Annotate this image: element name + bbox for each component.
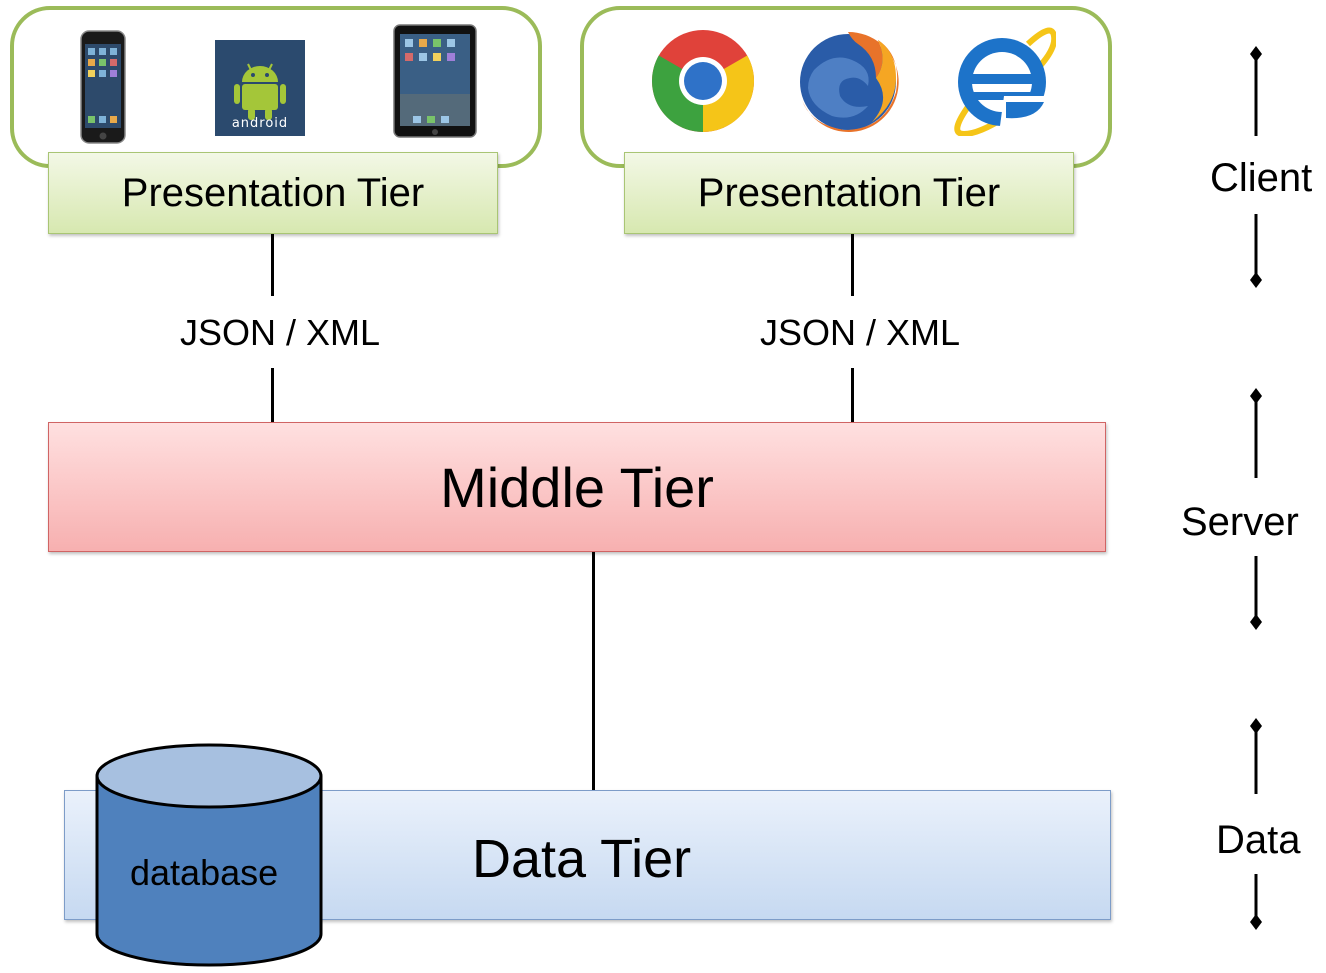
presentation-tier-web: Presentation Tier (624, 152, 1074, 234)
data-tier-label: Data Tier (472, 829, 692, 889)
connector-mobile-upper (271, 234, 274, 296)
data-range-arrow-bottom (1246, 874, 1266, 935)
connector-mobile-lower (271, 368, 274, 424)
firefox-icon (792, 26, 904, 138)
connector-web-lower (851, 368, 854, 424)
connector-middle-data (592, 552, 595, 792)
iphone-icon (80, 30, 126, 144)
server-layer-label: Server (1181, 500, 1299, 544)
presentation-tier-mobile: Presentation Tier (48, 152, 498, 234)
client-range-arrow-bottom (1246, 214, 1266, 293)
protocol-label-web: JSON / XML (760, 312, 961, 353)
client-layer-label: Client (1210, 156, 1313, 200)
data-range-arrow-top (1246, 718, 1266, 801)
protocol-label-mobile: JSON / XML (180, 312, 381, 353)
database-label: database (130, 852, 279, 893)
ipad-icon (393, 24, 477, 138)
data-layer-label: Data (1216, 818, 1301, 862)
internet-explorer-icon (944, 22, 1058, 138)
android-logo-text: android (231, 116, 289, 131)
client-range-arrow-top (1246, 46, 1266, 143)
server-range-arrow-top (1246, 388, 1266, 485)
server-range-arrow-bottom (1246, 556, 1266, 635)
chrome-icon (650, 28, 756, 134)
connector-web-upper (851, 234, 854, 296)
database-icon (94, 742, 324, 968)
middle-tier: Middle Tier (48, 422, 1106, 552)
android-icon: android (215, 40, 305, 136)
